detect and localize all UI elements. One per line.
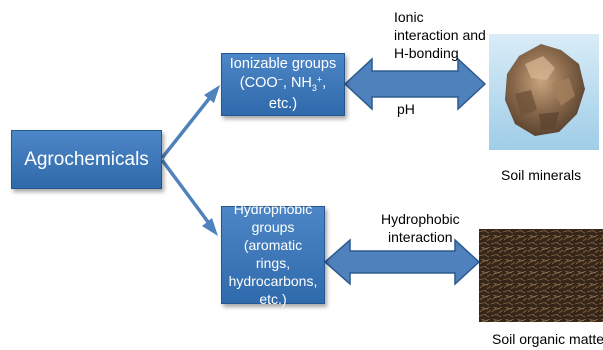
ph-label: pH (397, 101, 415, 117)
hydrophobic-interaction-label: Hydrophobic interaction (381, 211, 460, 246)
ionic-interaction-label: Ionic interaction and H-bonding (394, 9, 486, 62)
agrochemicals-label: Agrochemicals (24, 148, 149, 170)
soil-minerals-image (489, 34, 599, 150)
double-arrow-ionic (343, 57, 487, 111)
hydrophobic-line: rings, (255, 255, 291, 271)
hydrophobic-line: etc.) (259, 290, 287, 307)
agrochemicals-box: Agrochemicals (11, 130, 162, 189)
ionizable-groups-box: Ionizable groups (COO−, NH3+, etc.) (221, 53, 345, 116)
ionizable-groups-examples: (COO−, NH3+, etc.) (239, 74, 327, 112)
soil-organic-matter-caption: Soil organic matter (492, 331, 603, 347)
hydrophobic-line: Hydrophobic (233, 201, 313, 218)
soil-organic-matter-image (479, 229, 603, 322)
hydrophobic-groups-box: Hydrophobic groups (aromatic rings, hydr… (221, 201, 325, 307)
double-arrow-hydrophobic (323, 238, 481, 286)
arrow-to-hydrophobic (160, 158, 218, 236)
arrow-to-ionizable (160, 85, 220, 160)
hydrophobic-line: hydrocarbons, (228, 272, 318, 289)
hydrophobic-line: groups (aromatic (243, 219, 303, 254)
ionizable-groups-title: Ionizable groups (229, 56, 337, 73)
soil-minerals-caption: Soil minerals (501, 167, 582, 183)
